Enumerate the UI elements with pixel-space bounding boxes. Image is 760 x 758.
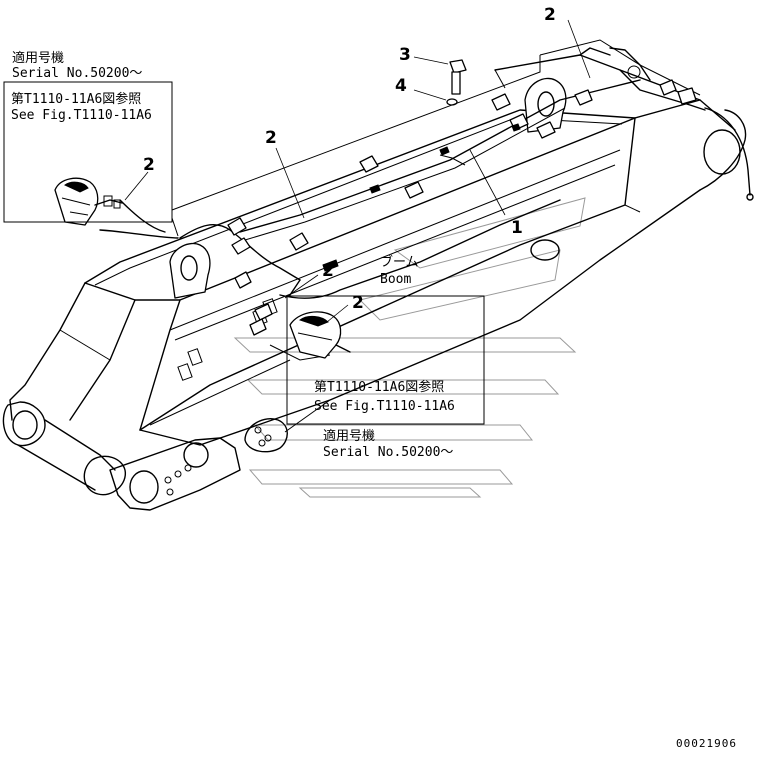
clip-group	[227, 89, 593, 336]
boom-structure	[2, 47, 754, 511]
callout-2-upper: 2	[265, 128, 277, 148]
label-boom-jp: ブーム	[380, 254, 419, 270]
note-ref-en-center: See Fig.T1110-11A6	[314, 399, 455, 414]
center-inset-frame	[286, 295, 485, 425]
callout-4: 4	[395, 76, 407, 96]
callout-2-top-right: 2	[544, 5, 556, 25]
note-ref-jp-center: 第T1110-11A6図参照	[314, 379, 444, 395]
note-serial-jp-top: 適用号機	[12, 50, 64, 66]
callout-2-mid: 2	[322, 261, 334, 281]
figure-frames	[3, 39, 641, 425]
note-ref-jp-top: 第T1110-11A6図参照	[11, 91, 141, 107]
callout-2-inset: 2	[143, 155, 155, 175]
note-ref-en-top: See Fig.T1110-11A6	[11, 108, 152, 123]
leader-lines	[124, 19, 591, 323]
watermark	[233, 197, 586, 498]
note-serial-en-top: Serial No.50200～	[12, 66, 142, 81]
lamp-assembly-inset	[54, 177, 123, 226]
drawing-number: 00021906	[676, 737, 737, 750]
callouts: 1 2 2 2 2 2 3 4	[143, 5, 556, 313]
callout-2-lamp: 2	[352, 293, 364, 313]
callout-1: 1	[511, 218, 523, 238]
note-serial-en-center: Serial No.50200～	[323, 445, 453, 460]
bolt-and-washer	[446, 59, 467, 106]
top-left-inset-frame	[3, 81, 173, 223]
callout-3: 3	[399, 45, 411, 65]
notes: 適用号機 Serial No.50200～ 第T1110-11A6図参照 See…	[11, 50, 455, 460]
label-boom-en: Boom	[380, 272, 411, 287]
wiring-harness	[99, 79, 641, 361]
lamp-assembly-center	[289, 311, 351, 359]
note-serial-jp-center: 適用号機	[323, 428, 375, 444]
